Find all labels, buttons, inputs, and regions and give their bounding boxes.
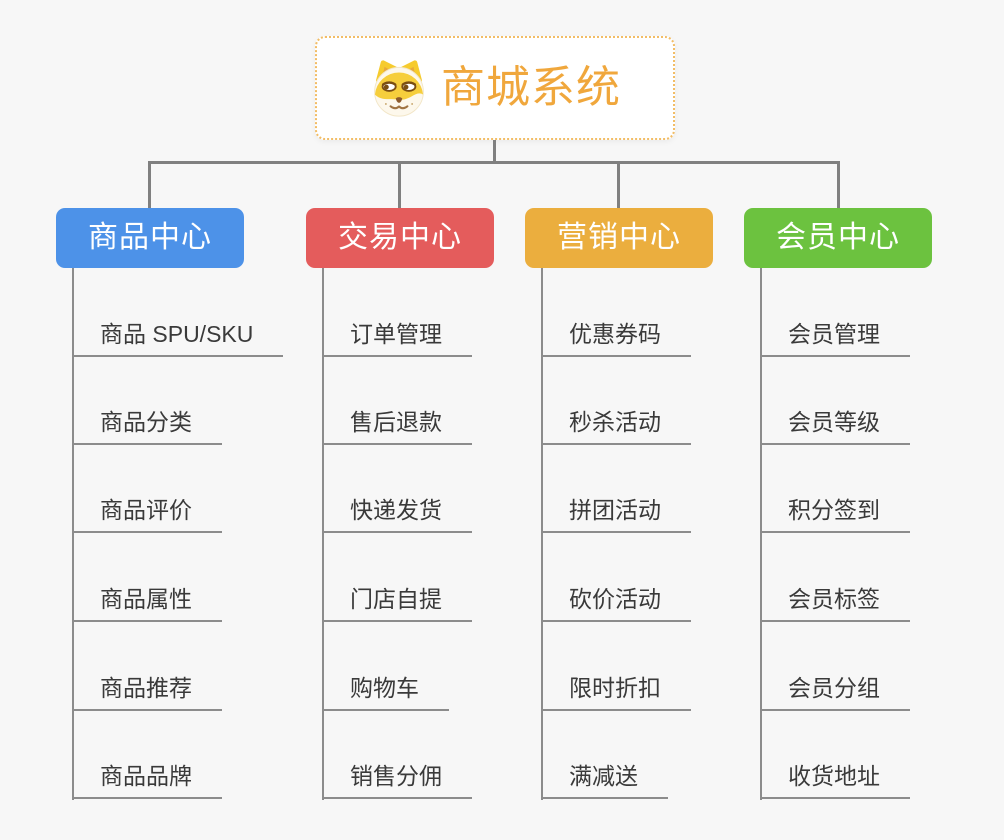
leaf-node[interactable]: 砍价活动 [541, 578, 691, 622]
leaf-node[interactable]: 门店自提 [322, 578, 472, 622]
leaf-node[interactable]: 会员分组 [760, 667, 910, 711]
connector-drop-marketing [617, 161, 620, 209]
leaf-node[interactable]: 商品分类 [72, 401, 222, 445]
leaf-node[interactable]: 购物车 [322, 667, 449, 711]
connector-column-marketing [541, 268, 543, 800]
connector-column-trade [322, 268, 324, 800]
branch-node-marketing[interactable]: 营销中心 [525, 208, 713, 268]
leaf-node[interactable]: 销售分佣 [322, 755, 472, 799]
connector-column-products [72, 268, 74, 800]
leaf-node[interactable]: 会员标签 [760, 578, 910, 622]
leaf-node[interactable]: 拼团活动 [541, 489, 691, 533]
leaf-node[interactable]: 商品品牌 [72, 755, 222, 799]
root-node[interactable]: 商城系统 [315, 36, 675, 140]
leaf-node[interactable]: 商品 SPU/SKU [72, 313, 284, 357]
branch-node-trade[interactable]: 交易中心 [306, 208, 494, 268]
connector-column-members [760, 268, 762, 800]
leaf-node[interactable]: 优惠券码 [541, 313, 691, 357]
leaf-node[interactable]: 限时折扣 [541, 667, 691, 711]
root-label: 商城系统 [441, 63, 621, 112]
leaf-node[interactable]: 满减送 [541, 755, 668, 799]
leaf-node[interactable]: 秒杀活动 [541, 401, 691, 445]
connector-root-stem [493, 140, 496, 163]
leaf-node[interactable]: 快递发货 [322, 489, 472, 533]
branch-node-members[interactable]: 会员中心 [744, 208, 932, 268]
leaf-node[interactable]: 商品属性 [72, 578, 222, 622]
doge-icon [374, 60, 424, 117]
leaf-node[interactable]: 会员管理 [760, 313, 910, 357]
connector-horizontal-bar [148, 161, 840, 164]
connector-drop-products [148, 161, 151, 209]
connector-drop-trade [398, 161, 401, 209]
leaf-node[interactable]: 会员等级 [760, 401, 910, 445]
leaf-node[interactable]: 商品推荐 [72, 667, 222, 711]
leaf-node[interactable]: 订单管理 [322, 313, 472, 357]
leaf-node[interactable]: 收货地址 [760, 755, 910, 799]
branch-node-products[interactable]: 商品中心 [56, 208, 244, 268]
leaf-node[interactable]: 售后退款 [322, 401, 472, 445]
connector-drop-members [837, 161, 840, 209]
leaf-node[interactable]: 积分签到 [760, 489, 910, 533]
leaf-node[interactable]: 商品评价 [72, 489, 222, 533]
